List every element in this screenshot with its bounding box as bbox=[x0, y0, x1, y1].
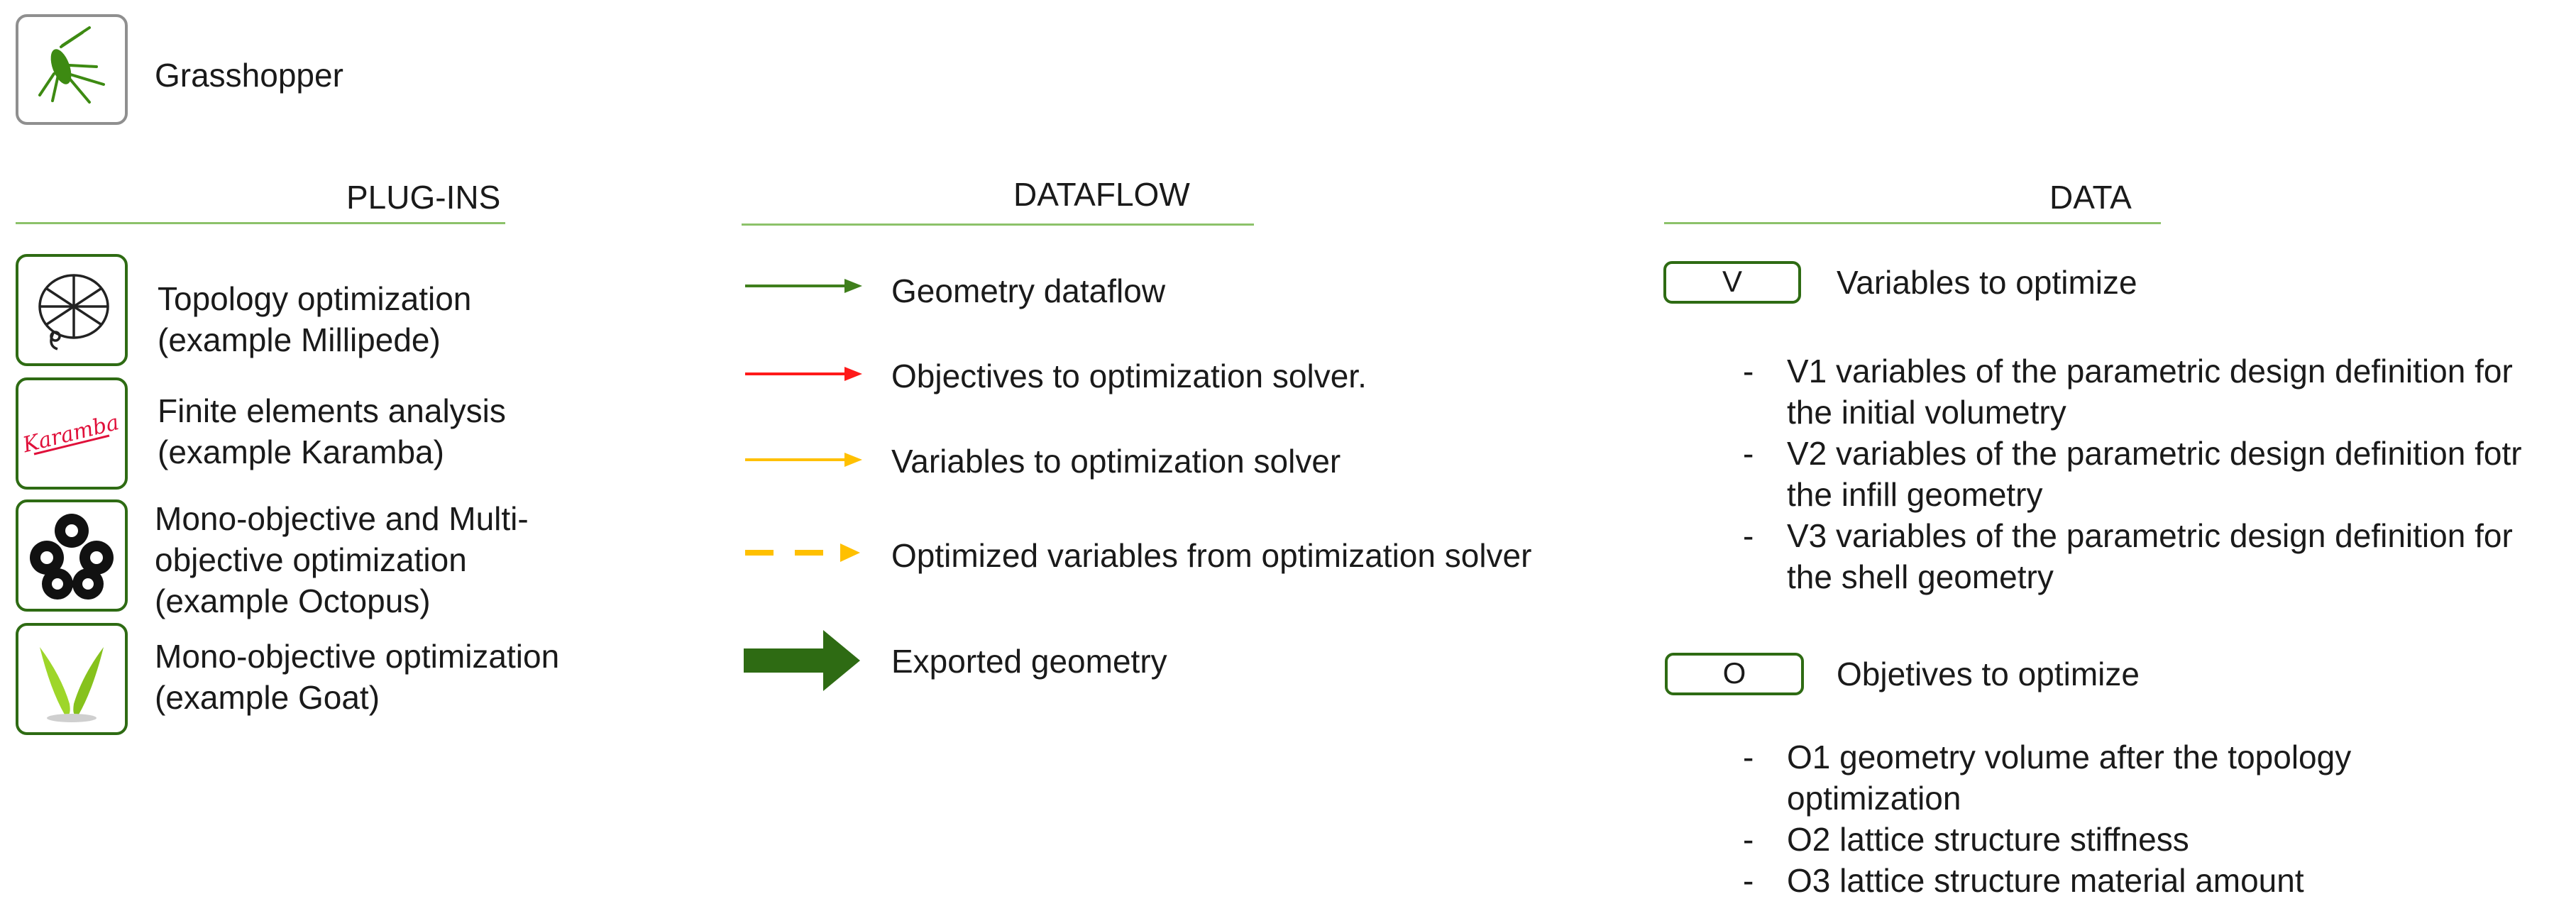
objectives-label: Objetives to optimize bbox=[1837, 656, 2140, 692]
grasshopper-icon bbox=[38, 26, 105, 104]
plugin-3-line3: (example Octopus) bbox=[155, 583, 431, 619]
variables-bullet-2-line2: the infill geometry bbox=[1787, 476, 2043, 513]
plugin-4-line2: (example Goat) bbox=[155, 679, 380, 716]
dataflow-item-5-label: Exported geometry bbox=[891, 643, 1167, 680]
millipede-icon bbox=[38, 274, 109, 350]
objectives-arrow bbox=[745, 367, 862, 381]
plugin-3-line2: objective optimization bbox=[155, 541, 467, 578]
octopus-icon bbox=[30, 514, 114, 600]
millipede-icon-box bbox=[16, 254, 128, 366]
grasshopper-label: Grasshopper bbox=[155, 57, 343, 94]
variables-bullet-1-line2: the initial volumetry bbox=[1787, 394, 2066, 431]
plugin-2-line2: (example Karamba) bbox=[158, 434, 444, 470]
variables-list: V1 variables of the parametric design de… bbox=[1743, 350, 2522, 597]
plugins-rule bbox=[16, 222, 505, 224]
list-item: O2 lattice structure stiffness bbox=[1743, 819, 2351, 860]
variables-bullet-2-line1: V2 variables of the parametric design de… bbox=[1787, 435, 2522, 472]
goat-icon bbox=[40, 647, 104, 722]
list-item: O1 geometry volume after the topology opt… bbox=[1743, 736, 2351, 819]
octopus-icon-box bbox=[16, 499, 128, 612]
objectives-bullet-1-line1: O1 geometry volume after the topology bbox=[1787, 739, 2352, 775]
variables-badge: V bbox=[1663, 261, 1801, 304]
objectives-list: O1 geometry volume after the topology opt… bbox=[1743, 736, 2351, 901]
variables-bullet-1-line1: V1 variables of the parametric design de… bbox=[1787, 353, 2513, 390]
plugin-1-line2: (example Millipede) bbox=[158, 321, 441, 358]
plugin-3-line1: Mono-objective and Multi- bbox=[155, 500, 529, 537]
karamba-icon-box: Karamba bbox=[16, 377, 128, 490]
plugin-2-line1: Finite elements analysis bbox=[158, 392, 506, 429]
objectives-bullet-1-line2: optimization bbox=[1787, 780, 1961, 817]
geometry-dataflow-arrow bbox=[745, 279, 862, 293]
list-item: V1 variables of the parametric design de… bbox=[1743, 350, 2522, 433]
variables-arrow bbox=[745, 453, 862, 467]
variables-label: Variables to optimize bbox=[1837, 264, 2137, 301]
plugin-1-line1: Topology optimization bbox=[158, 280, 472, 317]
dataflow-rule bbox=[742, 223, 1254, 226]
list-item: V2 variables of the parametric design de… bbox=[1743, 433, 2522, 515]
grasshopper-icon-box bbox=[16, 14, 128, 125]
list-item: O3 lattice structure material amount bbox=[1743, 860, 2351, 901]
dataflow-item-3-label: Variables to optimization solver bbox=[891, 443, 1341, 480]
dataflow-item-4-label: Optimized variables from optimization so… bbox=[891, 537, 1532, 574]
variables-bullet-3-line1: V3 variables of the parametric design de… bbox=[1787, 517, 2513, 554]
optimized-variables-arrow bbox=[745, 543, 860, 562]
exported-geometry-arrow bbox=[744, 630, 860, 691]
variables-bullet-3-line2: the shell geometry bbox=[1787, 558, 2054, 595]
objectives-bullet-2-line1: O2 lattice structure stiffness bbox=[1787, 821, 2189, 858]
objectives-bullet-3-line1: O3 lattice structure material amount bbox=[1787, 862, 2304, 899]
karamba-icon: Karamba bbox=[20, 410, 121, 458]
plugins-title: PLUG-INS bbox=[346, 179, 501, 216]
goat-icon-box bbox=[16, 623, 128, 735]
objectives-badge: O bbox=[1665, 653, 1804, 695]
dataflow-title: DATAFLOW bbox=[1013, 176, 1190, 213]
plugin-4-line1: Mono-objective optimization bbox=[155, 638, 560, 675]
karamba-logo-text: Karamba bbox=[20, 410, 121, 458]
dataflow-item-1-label: Geometry dataflow bbox=[891, 272, 1166, 309]
list-item: V3 variables of the parametric design de… bbox=[1743, 515, 2522, 597]
data-rule bbox=[1664, 222, 2161, 224]
dataflow-item-2-label: Objectives to optimization solver. bbox=[891, 358, 1367, 394]
data-title: DATA bbox=[2049, 179, 2132, 216]
